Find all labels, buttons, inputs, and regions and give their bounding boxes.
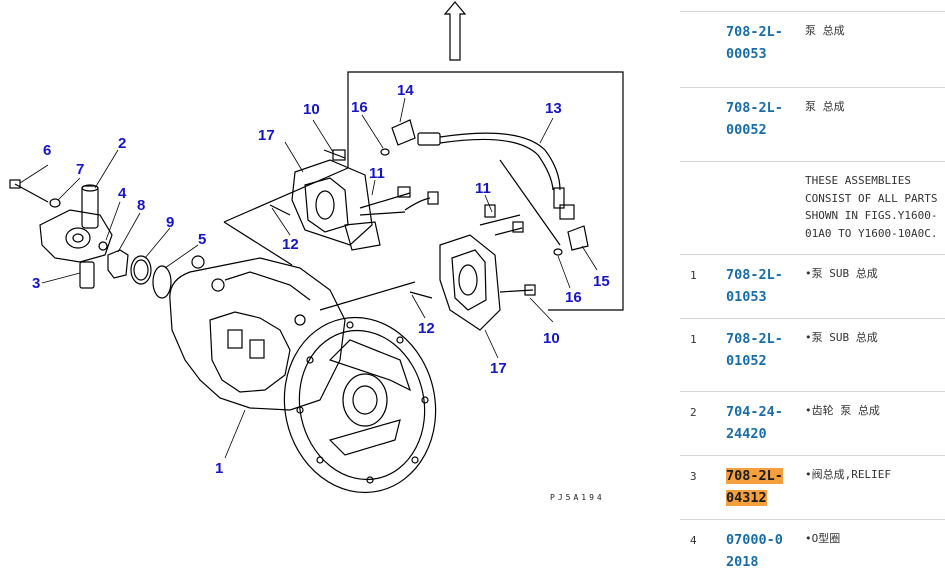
callout-15: 15 — [593, 273, 610, 290]
callout-10-upper: 10 — [303, 101, 320, 118]
part-description: 泵 总成 — [805, 24, 845, 37]
parts-row: THESE ASSEMBLIES CONSIST OF ALL PARTS SH… — [680, 161, 945, 254]
callout-7: 7 — [76, 161, 84, 178]
callout-2: 2 — [118, 135, 126, 152]
parts-row: 1 708-2L-01053 •泵 SUB 总成 — [680, 254, 945, 318]
parts-row: 2 704-24-24420 •齿轮 泵 总成 — [680, 391, 945, 455]
callout-4: 4 — [118, 185, 127, 202]
parts-diagram: 1 2 3 4 5 6 7 8 9 10 10 11 11 12 12 13 1… — [9, 1, 624, 502]
callout-9: 9 — [166, 214, 174, 231]
qty: 4 — [690, 534, 697, 547]
callout-16-upper: 16 — [351, 99, 368, 116]
callout-14: 14 — [397, 82, 414, 99]
callout-17-upper: 17 — [258, 127, 275, 144]
part-number-link[interactable]: 704-24-24420 — [726, 404, 783, 442]
callout-11-upper: 11 — [369, 165, 385, 182]
qty: 1 — [690, 269, 697, 282]
parts-row: 708-2L-00053 泵 总成 — [680, 11, 945, 87]
qty: 2 — [690, 406, 697, 419]
callout-12-lower: 12 — [418, 320, 435, 337]
part-description: •阀总成,RELIEF — [805, 468, 891, 481]
part-description: •泵 SUB 总成 — [805, 267, 878, 280]
drawing-code: PJ5A194 — [550, 493, 605, 502]
parts-row: 1 708-2L-01052 •泵 SUB 总成 — [680, 318, 945, 391]
part-description: 泵 总成 — [805, 100, 845, 113]
callout-6: 6 — [43, 142, 51, 159]
part-number-link[interactable]: 708-2L-01053 — [726, 267, 783, 305]
parts-row: 4 07000-02018 •O型圈 — [680, 519, 945, 583]
callout-12-upper: 12 — [282, 236, 299, 253]
part-number-link[interactable]: 708-2L-00052 — [726, 100, 783, 138]
part-number-link[interactable]: 708-2L-00053 — [726, 24, 783, 62]
callout-1: 1 — [215, 460, 223, 477]
callout-17-lower: 17 — [490, 360, 507, 377]
callout-13: 13 — [545, 100, 562, 117]
callout-11-lower: 11 — [475, 180, 491, 197]
callout-5: 5 — [198, 231, 206, 248]
callout-16-lower: 16 — [565, 289, 582, 306]
part-number-link[interactable]: 708-2L-04312 — [726, 468, 783, 506]
part-number-link[interactable]: 708-2L-01052 — [726, 331, 783, 369]
part-description: •O型圈 — [805, 532, 841, 545]
qty: 1 — [690, 333, 697, 346]
part-number-link[interactable]: 07000-02018 — [726, 532, 783, 570]
part-description: THESE ASSEMBLIES CONSIST OF ALL PARTS SH… — [805, 174, 938, 240]
parts-list: 708-2L-00053 泵 总成 708-2L-00052 泵 总成 THES… — [680, 0, 945, 583]
callout-8: 8 — [137, 197, 145, 214]
part-description: •齿轮 泵 总成 — [805, 404, 880, 417]
parts-row: 708-2L-00052 泵 总成 — [680, 87, 945, 161]
callout-10-lower: 10 — [543, 330, 560, 347]
parts-row-highlighted: 3 708-2L-04312 •阀总成,RELIEF — [680, 455, 945, 519]
qty: 3 — [690, 470, 697, 483]
part-description: •泵 SUB 总成 — [805, 331, 878, 344]
callout-3: 3 — [32, 275, 40, 292]
